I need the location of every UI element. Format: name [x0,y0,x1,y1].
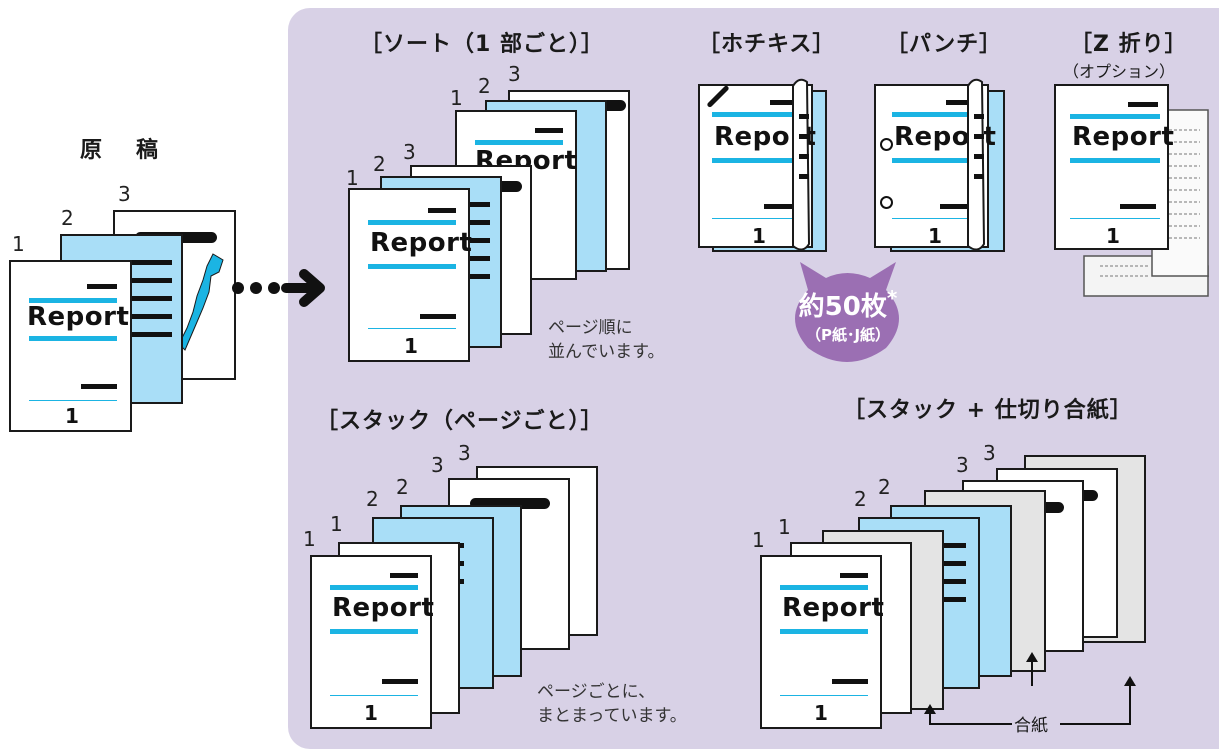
report-page: Report 1 [760,555,885,729]
page-number-label: 3 [458,441,471,465]
separator-label: 合紙 [1014,716,1048,736]
staple-heading: ［ホチキス］ [698,32,836,57]
sort-heading: ［ソート（1 部ごと）］ [360,32,604,57]
zfold-option-label: （オプション） [1063,62,1176,81]
page-curl-icon [967,78,986,251]
stack-heading: ［スタック（ページごと）］ [316,409,604,434]
page-number-label: 2 [366,487,379,511]
report-page-number: 1 [65,404,79,428]
report-title: Report [332,593,435,623]
page-number-label: 3 [403,140,416,164]
report-page: Report 1 [348,188,473,362]
stack-separator-heading: ［スタック + 仕切り合紙］ [843,398,1133,423]
report-page: Report 1 [9,260,132,432]
page-number-label: 3 [431,453,444,477]
page-number-label: 2 [61,206,74,230]
stack-note: ページごとに、 まとまっています。 [537,682,687,726]
report-title: Report [27,302,130,332]
page-number-label: 2 [396,475,409,499]
page-number-label: 1 [12,232,25,256]
page-number-label: 1 [778,515,791,539]
report-title: Report [1072,122,1175,152]
japan-map-icon [178,253,224,351]
report-page-number: 1 [928,224,942,248]
page-number-label: 1 [330,512,343,536]
page-number-label: 1 [346,166,359,190]
sort-note: ページ順に 並んでいます。 [548,318,665,362]
report-page: Report 1 [1054,84,1174,250]
page-number-label: 3 [983,441,996,465]
report-page-number: 1 [364,701,378,725]
page-number-label: 3 [956,453,969,477]
report-page-number: 1 [814,701,828,725]
capacity-badge-note: （P紙･J紙） [805,326,891,344]
punch-heading: ［パンチ］ [886,32,1003,57]
report-title: Report [370,228,473,258]
page-curl-icon [792,78,811,251]
zfold-heading: ［Z 折り］ [1070,32,1188,57]
page-number-label: 2 [854,487,867,511]
original-heading: 原 稿 [80,138,165,163]
page-number-label: 2 [373,152,386,176]
arrow-right-icon [232,269,325,307]
staple-mark-icon [706,84,730,109]
page-number-label: 3 [508,62,521,86]
page-number-label: 3 [118,182,131,206]
report-page-number: 1 [1106,224,1120,248]
report-title: Report [782,593,885,623]
report-page-number: 1 [752,224,766,248]
separator-pointer-lines [924,652,1136,725]
page-number-label: 1 [303,527,316,551]
report-page-number: 1 [404,334,418,358]
punch-hole-icon [880,196,893,209]
punch-hole-icon [880,138,893,151]
report-page: Report 1 [310,555,435,729]
page-number-label: 1 [450,86,463,110]
page-number-label: 2 [478,74,491,98]
capacity-badge-shape [795,262,899,362]
capacity-badge-label: 約50枚* [798,286,898,322]
page-number-label: 2 [878,475,891,499]
page-number-label: 1 [752,528,765,552]
